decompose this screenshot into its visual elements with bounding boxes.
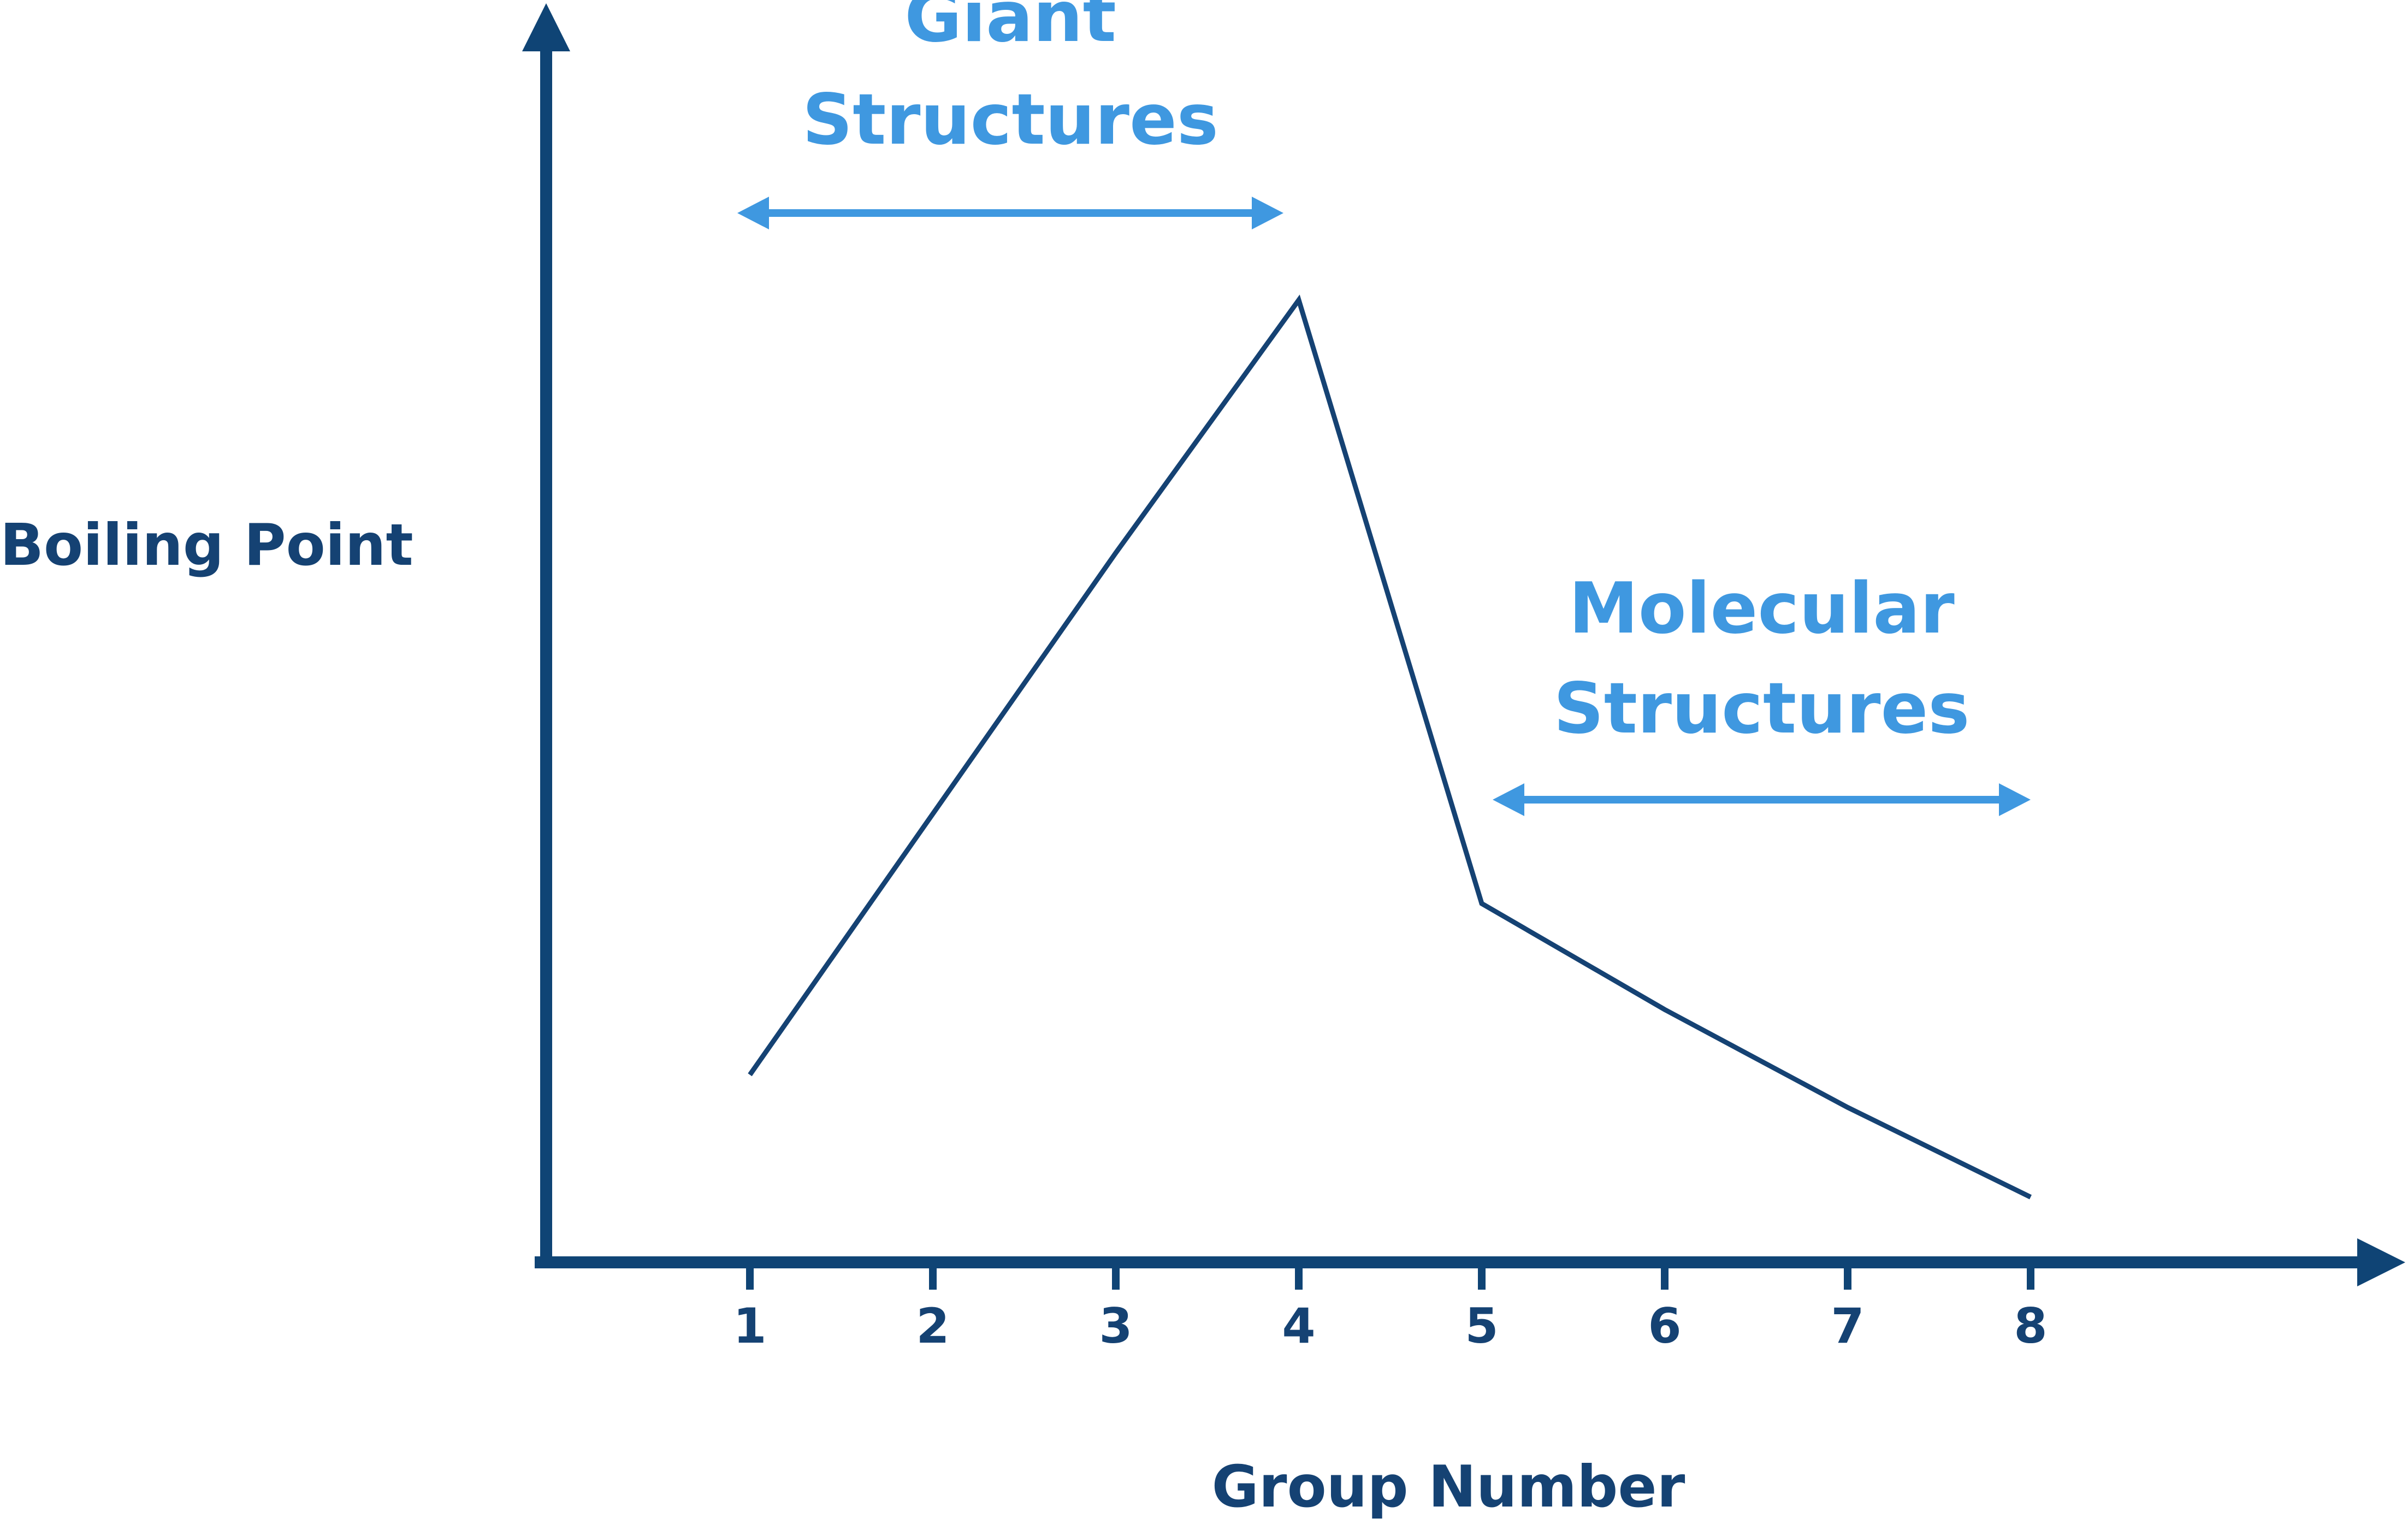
annotation-label: Structures — [802, 79, 1218, 161]
x-tick-label: 1 — [733, 1298, 766, 1354]
x-tick-label: 7 — [1831, 1298, 1864, 1354]
annotation-label: Molecular — [1569, 568, 1954, 649]
x-axis-label: Group Number — [1212, 1454, 1685, 1520]
series-layer — [748, 294, 2032, 1200]
x-tick-label: 5 — [1465, 1298, 1498, 1354]
annotation-arrowhead-left — [1493, 783, 1524, 816]
x-tick-label: 8 — [2014, 1298, 2047, 1354]
annotation-arrowhead-left — [737, 197, 769, 229]
series-line-0 — [748, 294, 2032, 1200]
x-tick-label: 3 — [1099, 1298, 1132, 1354]
annotation-label: Giant — [904, 0, 1116, 58]
x-tick-label: 6 — [1648, 1298, 1681, 1354]
x-tick-label: 2 — [916, 1298, 949, 1354]
annotation-arrowhead-right — [1252, 197, 1283, 229]
x-tick-label: 4 — [1282, 1298, 1315, 1354]
x-axis-ticks: 1 2 3 4 5 6 7 8 — [733, 1261, 2048, 1354]
y-axis-label: Boiling Point — [0, 512, 413, 578]
annotation-label: Structures — [1554, 668, 1970, 749]
annotation-arrowhead-right — [1999, 783, 2031, 816]
